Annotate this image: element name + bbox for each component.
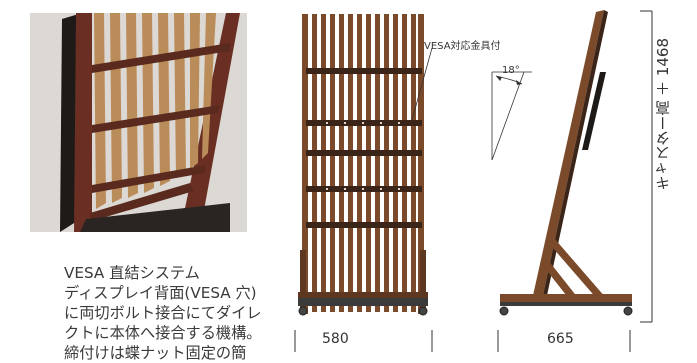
front-left-upright <box>302 14 308 314</box>
front-slats <box>312 14 416 312</box>
side-base <box>500 294 632 302</box>
side-slanted-panel <box>532 10 604 300</box>
front-base <box>298 298 428 306</box>
product-photo-illustration <box>30 13 247 232</box>
description-line: に両切ボルト接合にてダイレ <box>64 304 262 322</box>
side-view-drawing <box>491 10 633 352</box>
vesa-leader-line <box>411 47 433 121</box>
front-caster-left <box>298 306 308 316</box>
side-support <box>546 238 606 300</box>
side-caster-left <box>499 306 509 316</box>
angle-label: 18° <box>502 65 520 76</box>
description-text: VESA 直結システム ディスプレイ背面(VESA 穴) に両切ボルト接合にてダ… <box>64 263 274 363</box>
description-line: ディスプレイ背面(VESA 穴) <box>64 284 257 302</box>
height-dimension-text: キャスター高 ＋ 1468 <box>654 38 672 191</box>
front-caster-right <box>418 306 428 316</box>
description-line: 締付けは蝶ナット固定の簡 <box>64 344 247 362</box>
front-vesa-bolts <box>326 122 400 190</box>
angle-slant-line <box>491 71 525 161</box>
height-dimension-bracket <box>640 10 653 323</box>
description-line: VESA 直結システム <box>64 264 200 282</box>
side-caster-right <box>623 306 633 316</box>
front-width-label: 580 <box>322 331 349 347</box>
product-photo <box>30 13 247 232</box>
side-depth-label: 665 <box>547 331 574 347</box>
front-right-upright <box>418 14 424 314</box>
front-view-drawing <box>294 14 433 352</box>
vesa-label: VESA対応金具付 <box>424 41 501 52</box>
description-line: クトに本体へ接合する機構。 <box>64 324 262 342</box>
height-dimension-label: キャスター高 ＋ 1468 <box>652 38 692 308</box>
